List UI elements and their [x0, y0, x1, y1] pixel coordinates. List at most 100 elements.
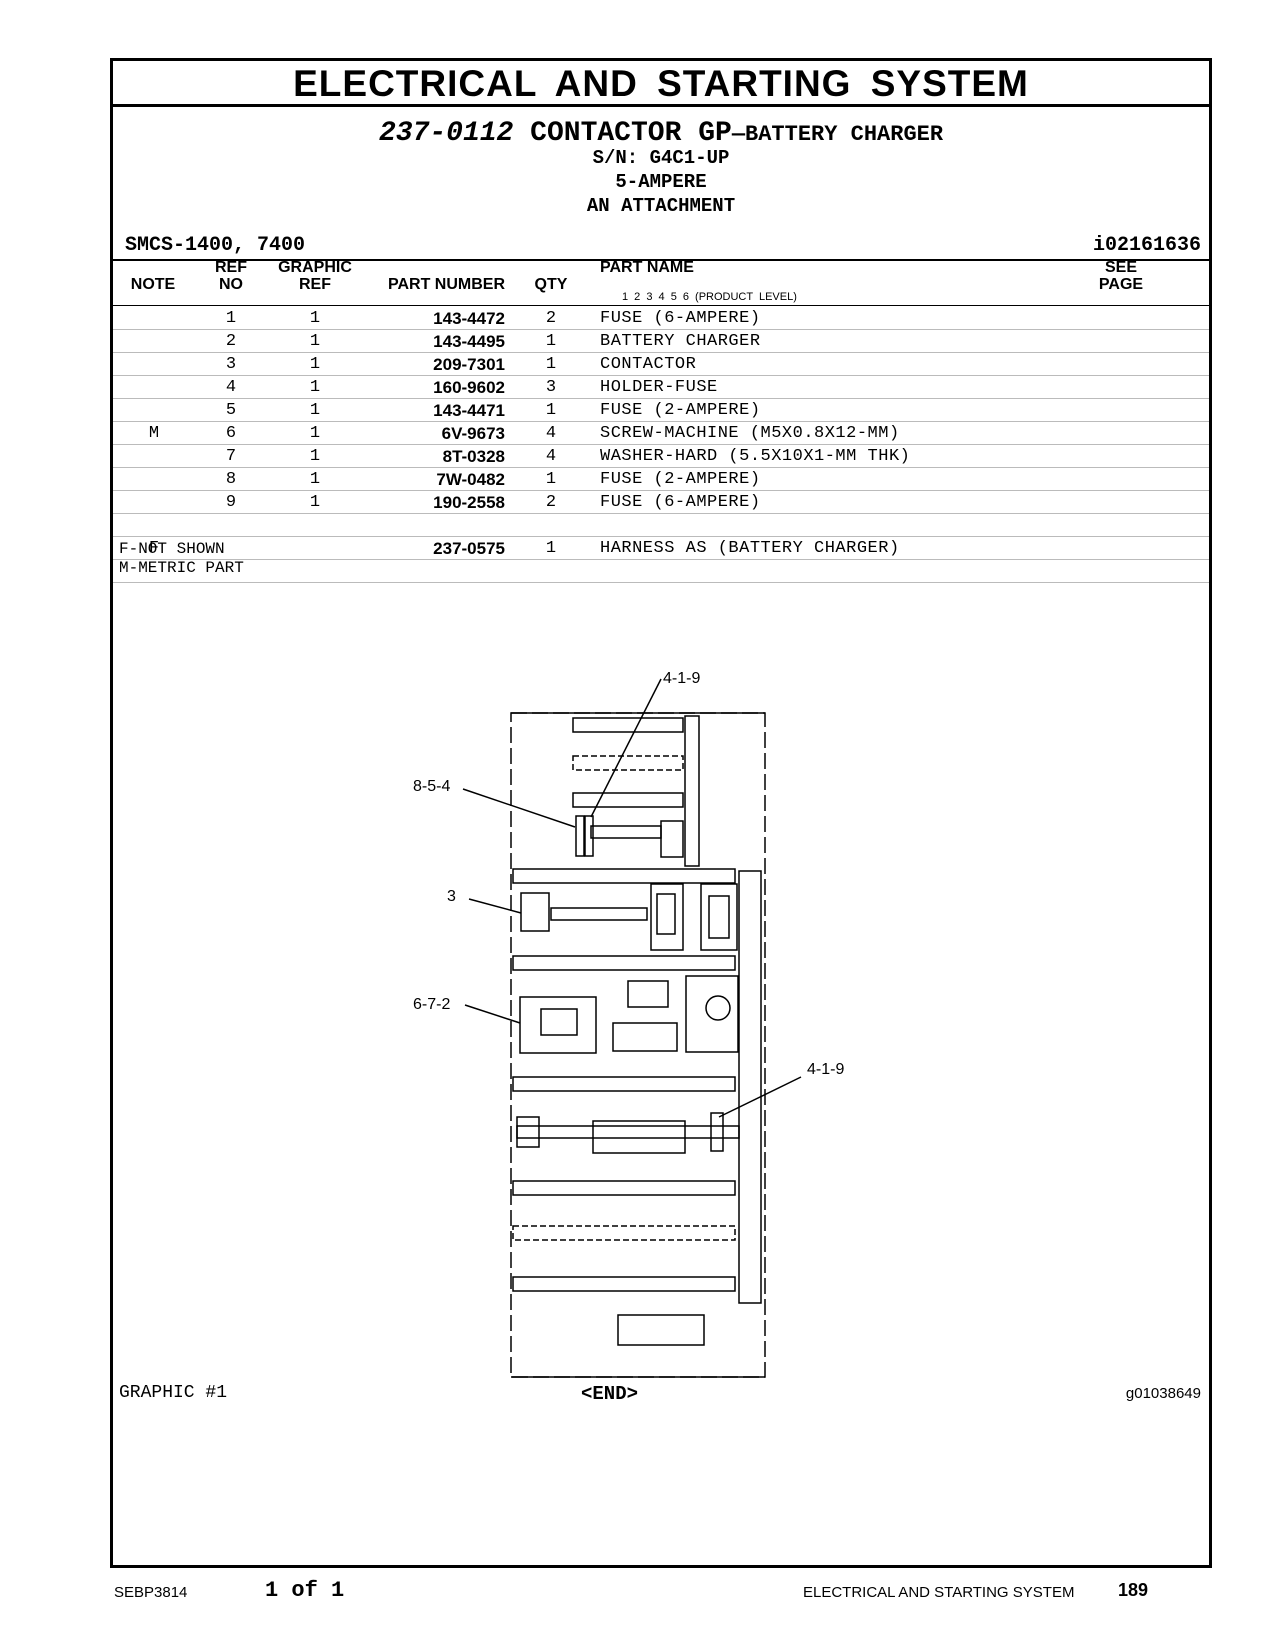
- charger-transformer: [540, 1008, 578, 1036]
- col-note: NOTE: [130, 276, 176, 293]
- col-graphic-ref-line2: REF: [299, 276, 331, 293]
- leader-line: [464, 1004, 521, 1024]
- relay: [516, 1116, 540, 1148]
- cell-part-name: HARNESS AS (BATTERY CHARGER): [600, 539, 900, 558]
- receptacle-housing: [685, 975, 739, 1053]
- callout-label-fuse-holder: 8-5-4: [413, 778, 450, 795]
- header-bottom-rule: [113, 305, 1209, 306]
- cell-graphic: 1: [309, 332, 321, 351]
- cell-part-number: 160-9602: [433, 378, 505, 397]
- cell-graphic: 1: [309, 401, 321, 420]
- leader-line: [718, 1076, 802, 1118]
- table-row: 7 1 8T-0328 4 WASHER-HARD (5.5X10X1-MM THK): [113, 445, 1209, 468]
- footer-doc-number: SEBP3814: [114, 1584, 188, 1601]
- cell-ref: 1: [225, 309, 237, 328]
- col-part-name: PART NAME: [600, 259, 694, 276]
- connector-face: [708, 895, 730, 939]
- cell-graphic: 1: [309, 424, 321, 443]
- cell-part-name: FUSE (2-AMPERE): [600, 470, 761, 489]
- header-top-rule: [113, 259, 1209, 261]
- notes-rule: [113, 582, 1209, 583]
- callout-label-contactor: 3: [447, 888, 456, 905]
- cell-part-number: 7W-0482: [436, 470, 505, 489]
- col-see-page-line2: PAGE: [1098, 276, 1144, 293]
- cell-ref: 7: [225, 447, 237, 466]
- col-ref-no-line1: REF: [215, 259, 247, 276]
- graphic-label: GRAPHIC #1: [119, 1383, 228, 1403]
- cell-part-number: 143-4495: [433, 332, 505, 351]
- cell-part-name: WASHER-HARD (5.5X10X1-MM THK): [600, 447, 911, 466]
- label-plate: [627, 980, 669, 1008]
- cell-qty: 2: [545, 309, 557, 328]
- leader-line: [590, 678, 662, 818]
- notes-block: F-NOT SHOWN M-METRIC PART: [119, 540, 244, 578]
- group-name: CONTACTOR GP: [530, 118, 732, 149]
- cell-ref: 8: [225, 470, 237, 489]
- cell-part-name: HOLDER-FUSE: [600, 378, 718, 397]
- note-not-shown: F-NOT SHOWN: [119, 540, 225, 558]
- duct: [512, 868, 736, 884]
- receptacle: [705, 995, 731, 1021]
- col-graphic-ref-line1: GRAPHIC: [278, 259, 352, 276]
- cell-part-name: FUSE (2-AMPERE): [600, 401, 761, 420]
- cell-ref: 6: [225, 424, 237, 443]
- callout-label-lower: 4-1-9: [807, 1061, 844, 1078]
- terminal-strip: [592, 1120, 686, 1154]
- cell-part-number: 209-7301: [433, 355, 505, 374]
- end-marker: <END>: [581, 1383, 639, 1405]
- illustration-id: i02161636: [1092, 234, 1201, 257]
- din-rail: [572, 755, 684, 771]
- fuse-holder: [584, 815, 594, 857]
- col-qty: QTY: [534, 276, 568, 293]
- cell-graphic: 1: [309, 309, 321, 328]
- serial-number: S/N: G4C1-UP: [592, 147, 730, 169]
- cell-part-name: SCREW-MACHINE (M5X0.8X12-MM): [600, 424, 900, 443]
- section-title: ELECTRICAL AND STARTING SYSTEM: [113, 61, 1209, 107]
- footer-section: ELECTRICAL AND STARTING SYSTEM: [803, 1584, 1075, 1601]
- fuse-holder: [575, 815, 585, 857]
- cell-graphic: 1: [309, 447, 321, 466]
- group-part-number: 237-0112: [378, 118, 514, 149]
- cell-qty: 3: [545, 378, 557, 397]
- duct: [512, 1276, 736, 1292]
- col-ref-no-line2: NO: [219, 276, 243, 293]
- callout-label-top: 4-1-9: [663, 670, 700, 687]
- group-dash: —: [731, 122, 746, 147]
- duct: [572, 792, 684, 808]
- cell-note: F: [148, 539, 160, 558]
- page-frame: ELECTRICAL AND STARTING SYSTEM 237-0112 …: [110, 58, 1212, 1568]
- group-subname: BATTERY CHARGER: [745, 122, 944, 147]
- parts-diagram: 4-1-9 8-5-4 3 6-7-2 4-1-9: [413, 670, 844, 1378]
- cell-graphic: 1: [309, 493, 321, 512]
- cell-qty: 1: [545, 470, 557, 489]
- connector: [700, 883, 738, 951]
- cell-ref: 2: [225, 332, 237, 351]
- col-see-page-line1: SEE: [1104, 259, 1137, 276]
- cell-part-name: BATTERY CHARGER: [600, 332, 761, 351]
- cell-ref: 3: [225, 355, 237, 374]
- cell-part-number: 8T-0328: [442, 447, 505, 466]
- cell-qty: 1: [545, 332, 557, 351]
- din-rail: [550, 907, 648, 921]
- din-rail: [512, 1225, 736, 1241]
- group-title: 237-0112 CONTACTOR GP—BATTERY CHARGER: [113, 118, 1209, 149]
- duct: [512, 1076, 736, 1092]
- footer-page-of: 1 of 1: [265, 1578, 345, 1603]
- cell-part-number: 237-0575: [433, 539, 505, 558]
- table-row: 8 1 7W-0482 1 FUSE (2-AMPERE): [113, 468, 1209, 491]
- cell-graphic: 1: [309, 470, 321, 489]
- leader-line: [462, 788, 576, 828]
- attachment-type: AN ATTACHMENT: [586, 195, 736, 217]
- cell-part-number: 143-4472: [433, 309, 505, 328]
- cell-part-name: CONTACTOR: [600, 355, 697, 374]
- col-part-number: PART NUMBER: [387, 276, 505, 293]
- cell-qty: 4: [545, 447, 557, 466]
- cell-part-number: 143-4471: [433, 401, 505, 420]
- terminal-strip: [617, 1314, 705, 1346]
- connector-face: [656, 893, 676, 935]
